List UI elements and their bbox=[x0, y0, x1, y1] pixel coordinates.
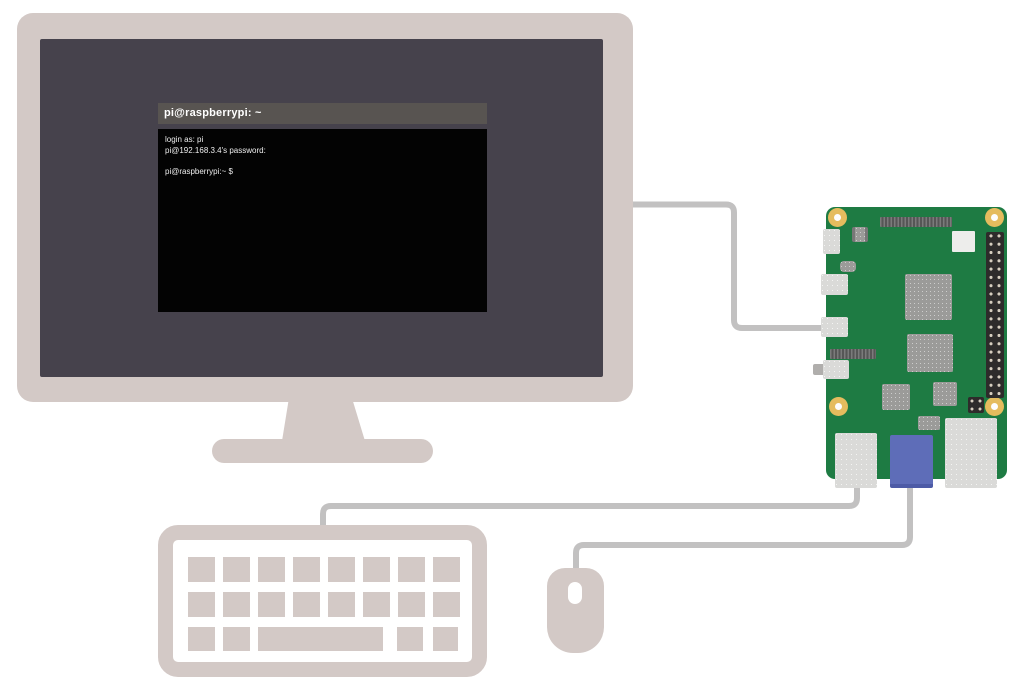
keyboard-key bbox=[188, 592, 215, 617]
camera-connector bbox=[880, 217, 952, 227]
monitor: pi@raspberrypi: ~ login as: pi pi@192.16… bbox=[17, 13, 633, 402]
display-connector bbox=[830, 349, 876, 359]
keyboard-key bbox=[293, 557, 320, 582]
keyboard-key bbox=[223, 557, 250, 582]
usb-port-single bbox=[835, 433, 877, 488]
keyboard-key bbox=[397, 627, 423, 651]
soc-chip bbox=[905, 274, 952, 320]
keyboard-key bbox=[328, 592, 355, 617]
mounting-hole-bottom-right bbox=[985, 397, 1004, 416]
wireless-module-chip bbox=[952, 231, 975, 252]
keyboard-key bbox=[293, 592, 320, 617]
terminal-line: pi@raspberrypi:~ $ bbox=[165, 166, 233, 176]
keyboard-key bbox=[328, 557, 355, 582]
terminal-body: login as: pi pi@192.168.3.4's password: … bbox=[158, 129, 487, 312]
monitor-screen: pi@raspberrypi: ~ login as: pi pi@192.16… bbox=[40, 39, 603, 377]
raspberry-pi-board bbox=[813, 207, 1007, 488]
terminal-titlebar: pi@raspberrypi: ~ bbox=[158, 103, 487, 124]
usb-controller-chip bbox=[882, 384, 910, 410]
micro-hdmi-port-2 bbox=[821, 317, 848, 337]
poe-header bbox=[968, 397, 984, 413]
keyboard-key bbox=[258, 592, 285, 617]
terminal-window: pi@raspberrypi: ~ login as: pi pi@192.16… bbox=[158, 103, 487, 312]
terminal-line bbox=[165, 156, 481, 167]
mouse-cable bbox=[573, 480, 913, 574]
hdmi-cable bbox=[627, 201, 827, 331]
keyboard bbox=[158, 525, 487, 677]
keyboard-key bbox=[188, 557, 215, 582]
terminal-title: pi@raspberrypi: ~ bbox=[164, 107, 262, 119]
usb-c-power-port bbox=[823, 229, 840, 254]
keyboard-key bbox=[223, 627, 250, 651]
keyboard-key bbox=[188, 627, 215, 651]
mounting-hole-top-right bbox=[985, 208, 1004, 227]
mouse-scroll-wheel bbox=[568, 582, 582, 604]
ram-chip bbox=[907, 334, 953, 372]
gpio-header bbox=[986, 232, 1004, 398]
keyboard-cable bbox=[320, 480, 860, 531]
audio-jack-barrel bbox=[813, 364, 825, 375]
terminal-line: pi@192.168.3.4's password: bbox=[165, 145, 266, 155]
crystal-oscillator bbox=[840, 261, 856, 272]
micro-hdmi-port-1 bbox=[821, 274, 848, 295]
keyboard-key bbox=[398, 592, 425, 617]
keyboard-key bbox=[398, 557, 425, 582]
keyboard-key bbox=[223, 592, 250, 617]
ethernet-port bbox=[890, 435, 933, 488]
mouse bbox=[547, 568, 604, 653]
mounting-hole-top-left bbox=[828, 208, 847, 227]
small-ic-chip bbox=[852, 227, 868, 242]
mounting-hole-bottom-left bbox=[829, 397, 848, 416]
monitor-stand-neck bbox=[282, 400, 365, 441]
monitor-stand-base bbox=[212, 439, 433, 463]
keyboard-key bbox=[258, 557, 285, 582]
keyboard-key bbox=[363, 592, 390, 617]
keyboard-key bbox=[433, 627, 458, 651]
keyboard-key bbox=[363, 557, 390, 582]
audio-jack bbox=[823, 360, 849, 379]
usb-port-double bbox=[945, 418, 997, 488]
keyboard-spacebar bbox=[258, 627, 383, 651]
terminal-line: login as: pi bbox=[165, 135, 204, 144]
keyboard-key bbox=[433, 592, 460, 617]
keyboard-key bbox=[433, 557, 460, 582]
ethernet-controller-chip bbox=[933, 382, 957, 406]
small-chip bbox=[918, 416, 940, 430]
